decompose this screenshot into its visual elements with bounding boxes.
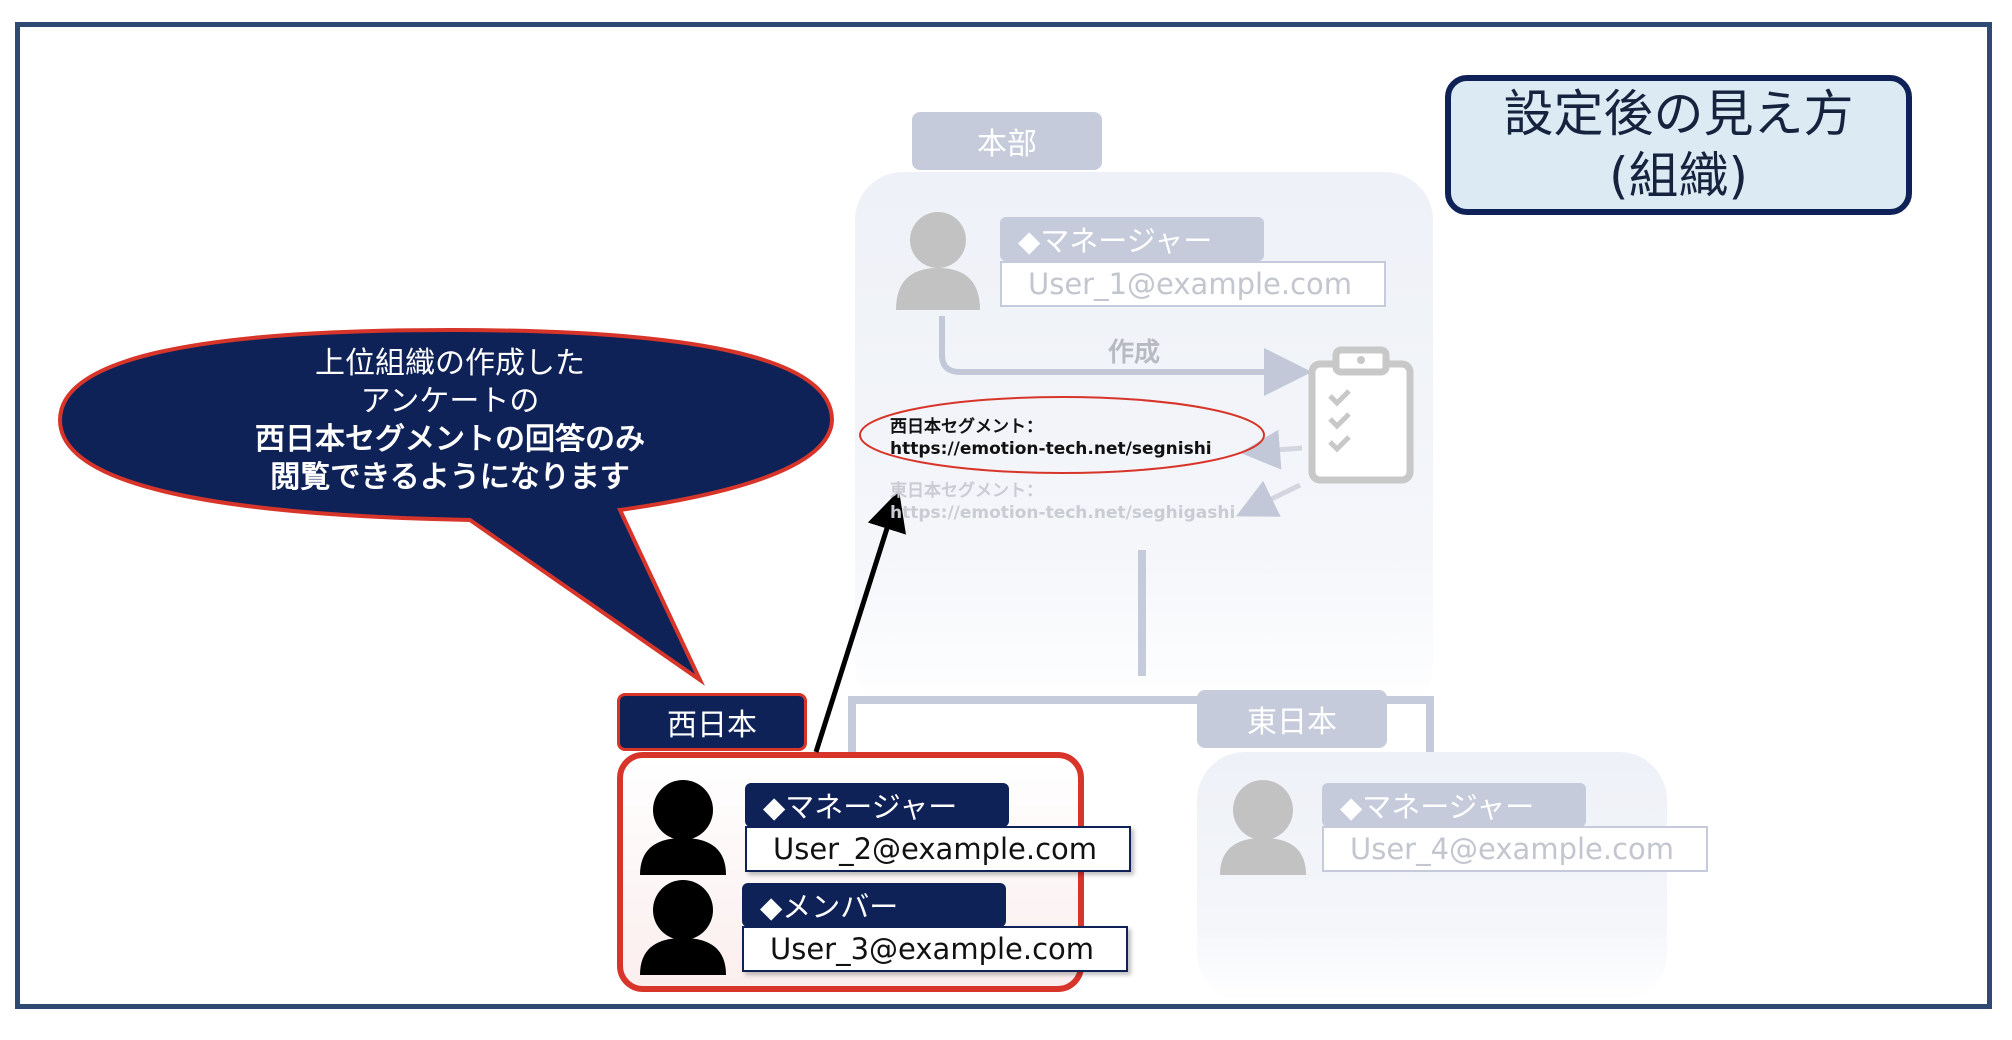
title-line-2: (組織) <box>1608 147 1748 205</box>
create-arrow <box>939 316 1312 396</box>
create-label: 作成 <box>1108 338 1161 368</box>
west-member-email: User_3@example.com <box>742 926 1128 972</box>
title-box: 設定後の見え方 (組織) <box>1445 75 1912 215</box>
person-icon <box>640 880 726 975</box>
outer-frame <box>15 22 1992 1009</box>
east-segment-link: https://emotion-tech.net/seghigashi <box>890 503 1236 523</box>
east-segment-url: 東日本セグメント： https://emotion-tech.net/seghi… <box>890 480 1235 524</box>
callout-text: 上位組織の作成した アンケートの 西日本セグメントの回答のみ 閲覧できるようにな… <box>190 345 710 497</box>
callout-line-4: 閲覧できるようになります <box>270 460 630 495</box>
west-member-role: ◆メンバー <box>742 883 1006 927</box>
east-segment-label: 東日本セグメント： <box>890 481 1043 501</box>
east-manager-email: User_4@example.com <box>1322 826 1708 872</box>
callout-bubble <box>57 327 835 686</box>
segment-east-arrow <box>1236 480 1302 517</box>
west-segment-label: 西日本セグメント： <box>890 417 1043 437</box>
callout-line-1: 上位組織の作成した <box>315 346 585 381</box>
east-tag: 東日本 <box>1197 690 1387 748</box>
person-icon <box>1220 780 1306 875</box>
west-manager-role: ◆マネージャー <box>745 783 1009 827</box>
west-manager-email: User_2@example.com <box>745 826 1131 872</box>
west-segment-link: https://emotion-tech.net/segnishi <box>890 439 1212 459</box>
hq-tag: 本部 <box>912 112 1102 170</box>
west-to-segment-arrow <box>813 490 906 753</box>
callout-line-3: 西日本セグメントの回答のみ <box>255 422 645 457</box>
segment-west-arrow <box>1240 429 1303 470</box>
west-tag: 西日本 <box>617 693 807 751</box>
person-icon <box>896 212 980 310</box>
west-segment-highlight <box>859 396 1265 474</box>
clipboard-icon <box>1308 346 1414 484</box>
hq-manager-email: User_1@example.com <box>1000 261 1386 307</box>
title-line-1: 設定後の見え方 <box>1503 85 1854 143</box>
callout-line-2: アンケートの <box>360 384 540 419</box>
east-manager-role: ◆マネージャー <box>1322 783 1586 827</box>
org-tree-connector <box>848 550 1434 752</box>
person-icon <box>640 780 726 875</box>
west-segment-url: 西日本セグメント： https://emotion-tech.net/segni… <box>890 416 1212 460</box>
hq-manager-role: ◆マネージャー <box>1000 217 1264 261</box>
